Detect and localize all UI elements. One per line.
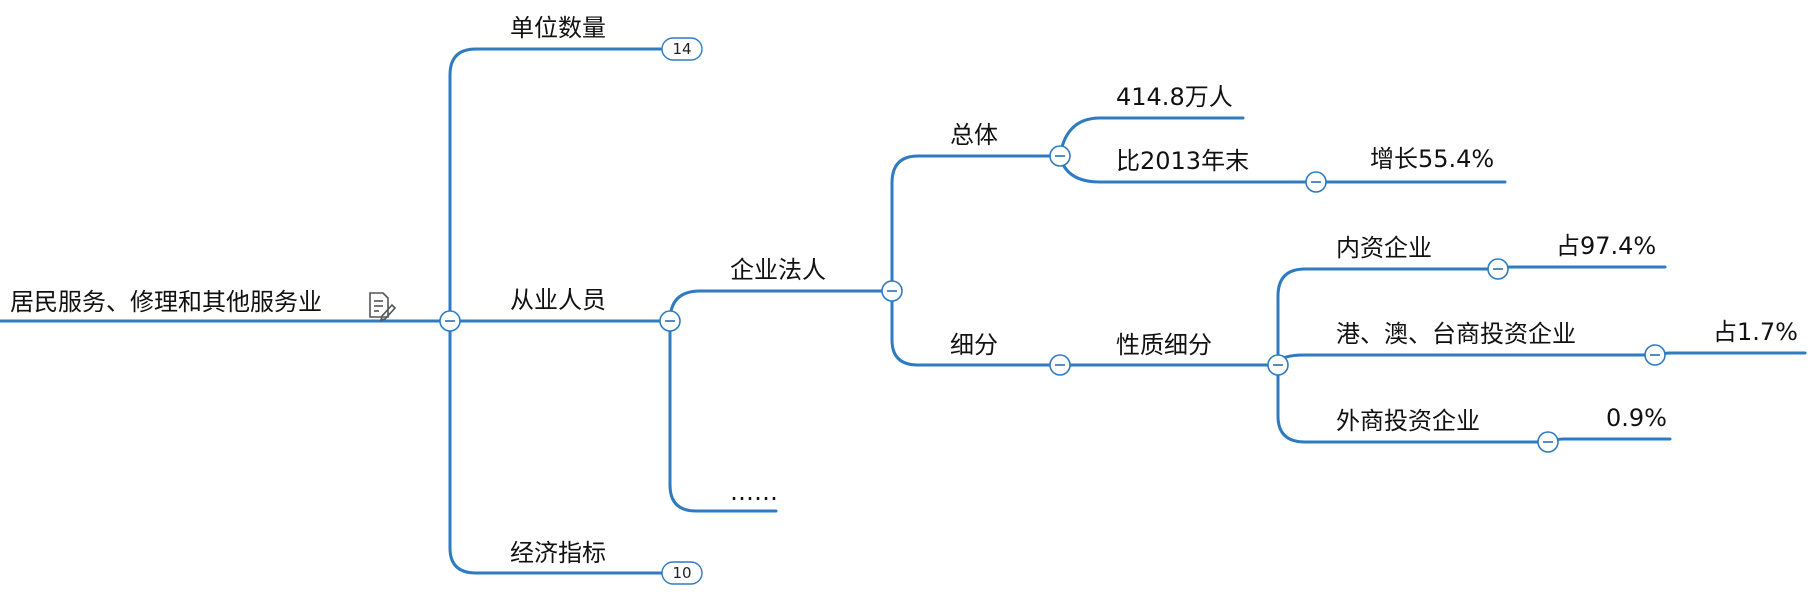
employees-collapse-toggle[interactable]: [659, 310, 681, 332]
units-count-label[interactable]: 单位数量: [510, 14, 606, 42]
compare-label[interactable]: 比2013年末: [1116, 147, 1249, 175]
note-icon[interactable]: [369, 292, 397, 322]
edge-nature-hmt: [1276, 353, 1657, 367]
units-count-badge-text: 14: [672, 40, 691, 58]
hmt-share[interactable]: 占1.7%: [1713, 318, 1798, 346]
root-label[interactable]: 居民服务、修理和其他服务业: [10, 288, 322, 316]
by-nature-collapse-toggle[interactable]: [1267, 354, 1289, 376]
enterprise-label[interactable]: 企业法人: [730, 256, 826, 284]
labels: 居民服务、修理和其他服务业 单位数量 从业人员 经济指标 企业法人 …… 总体 …: [10, 14, 1798, 567]
edge-foreign-share: [1546, 437, 1672, 444]
growth-value[interactable]: 增长55.4%: [1370, 145, 1494, 173]
edge-domestic-share: [1496, 265, 1667, 271]
breakdown-label[interactable]: 细分: [950, 331, 998, 359]
units-count-badge[interactable]: 14: [661, 37, 703, 61]
foreign-collapse-toggle[interactable]: [1537, 431, 1559, 453]
economic-indicators-badge-shape: [661, 561, 703, 585]
collapse-toggles: [439, 145, 1666, 453]
more-label[interactable]: ……: [730, 478, 778, 506]
edge-employees-enterprise: [668, 289, 894, 323]
enterprise-collapse-toggle[interactable]: [881, 280, 903, 302]
edge-enterprise-breakdown: [890, 289, 1062, 367]
edge-hmt-share: [1653, 351, 1807, 357]
economic-indicators-badge[interactable]: 10: [661, 561, 703, 585]
hmt-label[interactable]: 港、澳、台商投资企业: [1336, 320, 1576, 348]
edge-nature-foreign: [1276, 363, 1550, 444]
domestic-collapse-toggle[interactable]: [1487, 258, 1509, 280]
economic-indicators-badge-text: 10: [672, 564, 691, 582]
domestic-label[interactable]: 内资企业: [1336, 234, 1432, 262]
overall-collapse-toggle[interactable]: [1049, 145, 1071, 167]
economic-indicators-label[interactable]: 经济指标: [510, 539, 606, 567]
edge-enterprise-overall: [890, 154, 1062, 293]
edge-root-units: [448, 47, 668, 323]
breakdown-collapse-toggle[interactable]: [1049, 354, 1071, 376]
by-nature-label[interactable]: 性质细分: [1116, 331, 1212, 359]
domestic-share[interactable]: 占97.4%: [1556, 232, 1656, 260]
employees-label[interactable]: 从业人员: [510, 286, 606, 314]
overall-label[interactable]: 总体: [950, 121, 998, 149]
note-icon-pencil: [379, 303, 397, 322]
total-value[interactable]: 414.8万人: [1116, 83, 1233, 111]
note-icon-page: [369, 292, 389, 318]
hmt-collapse-toggle[interactable]: [1644, 344, 1666, 366]
compare-collapse-toggle[interactable]: [1305, 171, 1327, 193]
edge-root-econ: [448, 319, 668, 575]
edge-nature-domestic: [1276, 267, 1500, 367]
foreign-share[interactable]: 0.9%: [1606, 404, 1667, 432]
units-count-badge-shape: [661, 37, 703, 61]
foreign-label[interactable]: 外商投资企业: [1336, 407, 1480, 435]
edge-employees-more: [668, 319, 778, 513]
root-collapse-toggle[interactable]: [439, 310, 461, 332]
